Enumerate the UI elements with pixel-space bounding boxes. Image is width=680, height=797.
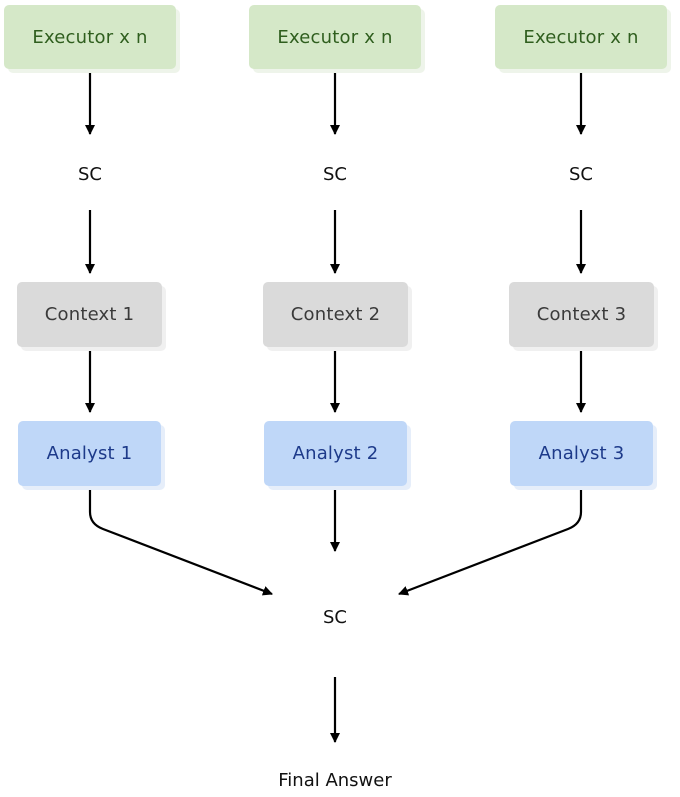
executor-node-2: Executor x n xyxy=(249,5,421,69)
sc-label-3: SC xyxy=(569,164,593,185)
analyst-node-3: Analyst 3 xyxy=(510,421,653,486)
executor-node-3: Executor x n xyxy=(495,5,667,69)
context-node-3: Context 3 xyxy=(509,282,654,347)
executor-node-1: Executor x n xyxy=(4,5,176,69)
sc-merge-label: SC xyxy=(323,607,347,628)
analyst-node-1: Analyst 1 xyxy=(18,421,161,486)
final-answer-label: Final Answer xyxy=(278,770,392,791)
edge-analyst3-sc-merge xyxy=(398,486,583,596)
sc-label-2: SC xyxy=(323,164,347,185)
context-node-2: Context 2 xyxy=(263,282,408,347)
edge-analyst1-sc-merge xyxy=(88,486,273,596)
sc-label-1: SC xyxy=(78,164,102,185)
context-node-1: Context 1 xyxy=(17,282,162,347)
analyst-node-2: Analyst 2 xyxy=(264,421,407,486)
